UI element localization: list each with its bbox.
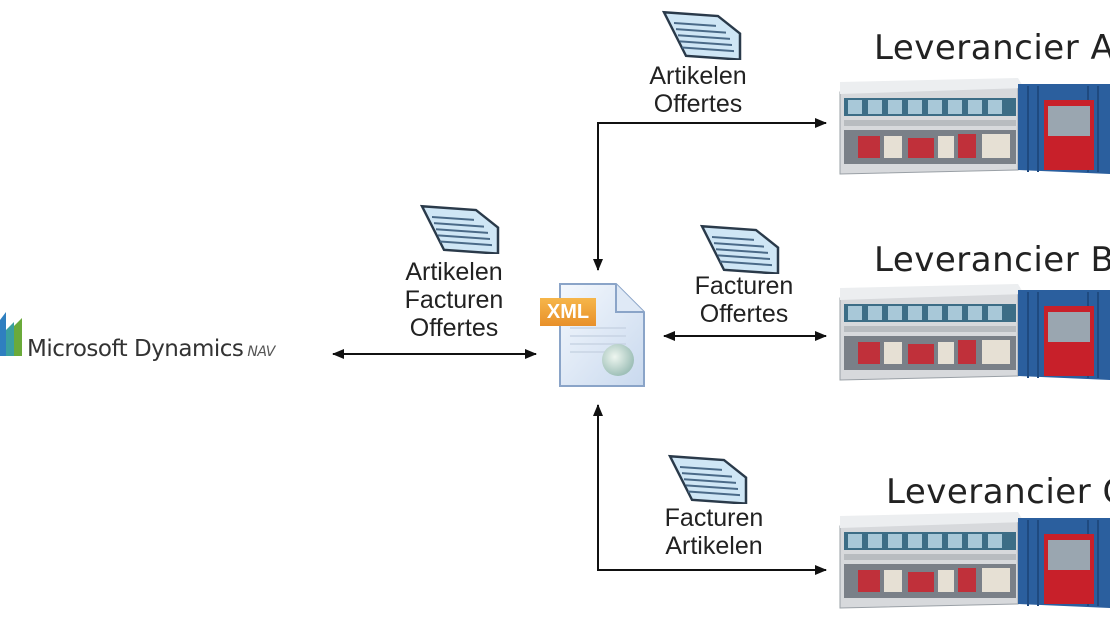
warehouse-icon (839, 512, 1110, 609)
supplier-name-c: Leverancier C (886, 472, 1110, 512)
warehouse-icon (839, 284, 1110, 381)
xml-badge: XML (540, 298, 596, 326)
flow-line: Artikelen (665, 532, 763, 560)
flow-line: Facturen (664, 504, 764, 532)
xml-hub: XML (540, 280, 650, 392)
flow-line: Facturen (694, 272, 794, 300)
xml-file-icon (559, 283, 645, 387)
supplier-building-a (838, 78, 1110, 182)
flow-line: Facturen (404, 286, 504, 314)
flow-label-supplier-b: Facturen Offertes (676, 272, 812, 328)
supplier-name-b: Leverancier B (874, 240, 1110, 280)
flow-label-supplier-c: Facturen Artikelen (646, 504, 782, 560)
document-icon (419, 204, 500, 254)
document-icon (699, 224, 780, 274)
flow-label-supplier-a: Artikelen Offertes (630, 62, 766, 118)
flow-line: Offertes (653, 90, 743, 118)
arrow-hub-supplier-c (593, 404, 827, 575)
flow-line: Offertes (699, 300, 789, 328)
flow-line: Offertes (409, 314, 499, 342)
flow-line: Artikelen (405, 258, 503, 286)
flow-line: Artikelen (649, 62, 747, 90)
supplier-building-b (838, 284, 1110, 388)
warehouse-icon (839, 78, 1110, 175)
xml-badge-text: XML (546, 301, 590, 323)
document-icon (667, 454, 748, 504)
logo-suffix: NAV (247, 344, 275, 360)
flow-label-nav-hub: Artikelen Facturen Offertes (386, 258, 522, 342)
document-icon (661, 10, 742, 60)
supplier-name-a: Leverancier A (874, 28, 1110, 68)
supplier-building-c (838, 512, 1110, 616)
logo-text: Microsoft Dynamics (27, 336, 244, 362)
dynamics-logo-icon (0, 312, 22, 356)
